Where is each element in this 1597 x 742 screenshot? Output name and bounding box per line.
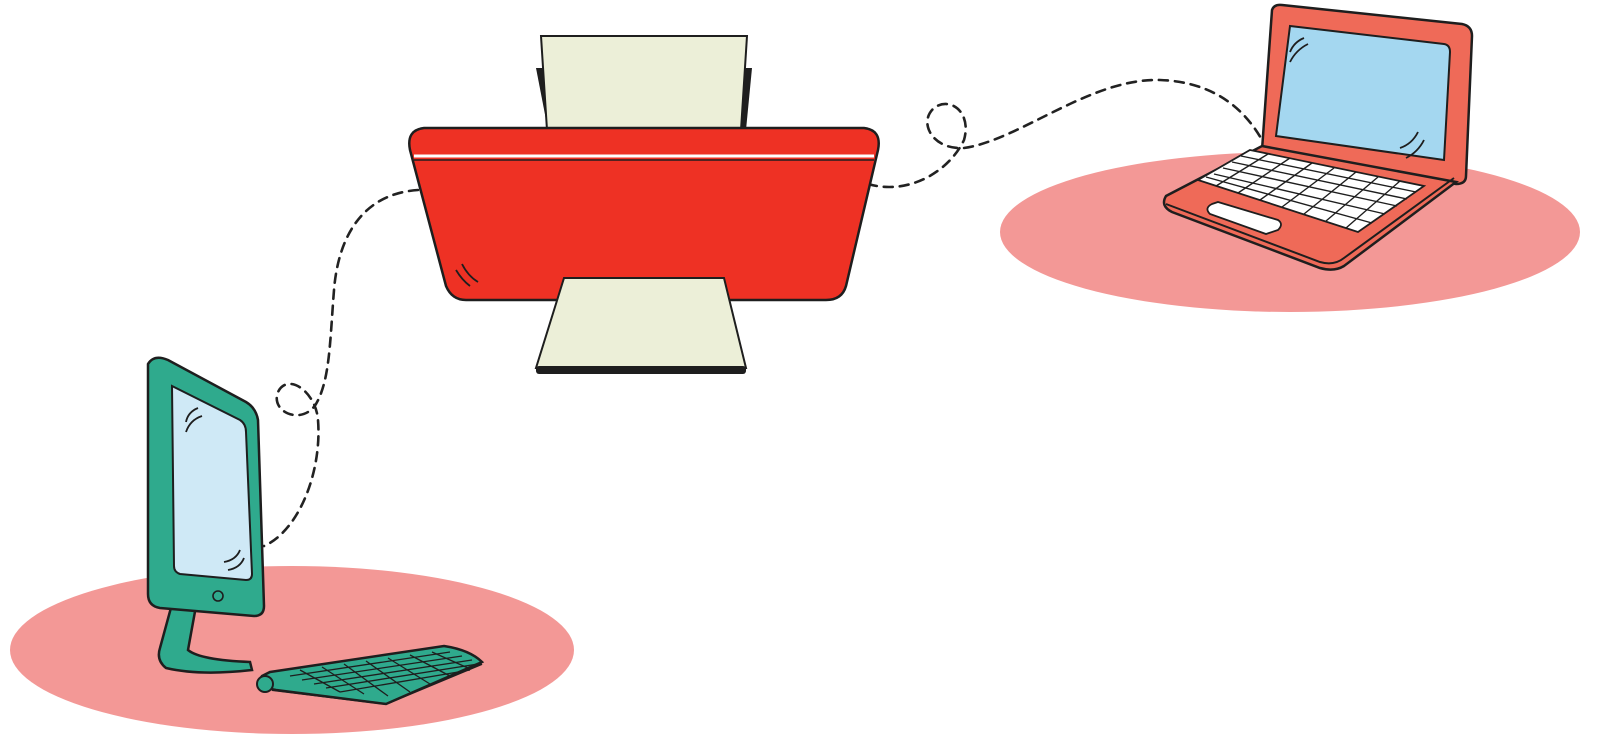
laptop-icon (1162, 3, 1474, 271)
printer-shine-mark (455, 263, 479, 287)
laptop-touchpad (1206, 201, 1282, 235)
printer-paper-out (534, 277, 748, 369)
cable-printer-to-desktop (262, 188, 420, 548)
keyboard-key-grid (289, 651, 479, 697)
desktop-screen-glare (185, 407, 245, 571)
printer-tray-base (536, 366, 746, 374)
laptop-screen (1274, 24, 1452, 162)
desktop-power-button (212, 590, 224, 602)
printer-body (408, 126, 880, 302)
keyboard-front-edge (271, 663, 483, 706)
desktop-floor-spot (10, 566, 574, 734)
keyboard-icon (256, 644, 485, 706)
laptop-base-edge (1165, 177, 1455, 265)
printer-paper-in (539, 35, 749, 131)
desktop-stand (157, 602, 254, 674)
laptop-keyboard (1195, 149, 1427, 233)
keyboard-hinge (256, 675, 274, 693)
cable-printer-to-laptop (866, 78, 1264, 189)
printer-icon (408, 35, 880, 374)
desktop-computer-icon (146, 356, 266, 674)
desktop-screen (170, 384, 254, 582)
laptop-screen-glare (1289, 37, 1425, 159)
laptop-key-grid (1205, 153, 1417, 229)
